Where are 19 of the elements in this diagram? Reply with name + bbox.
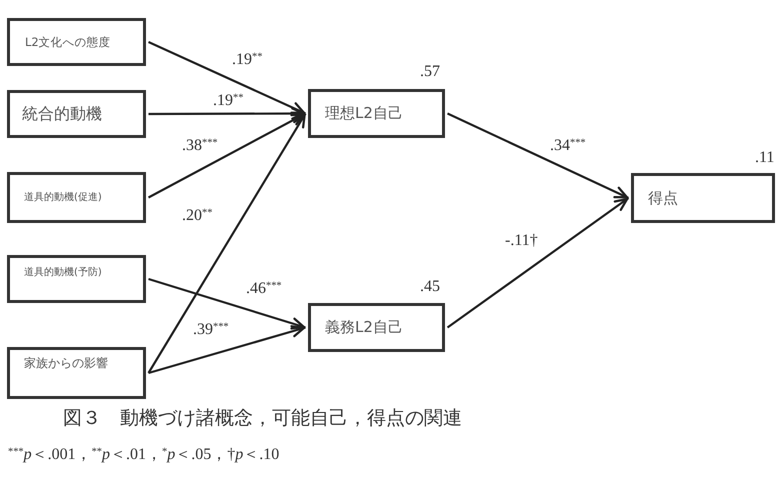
arrow — [446, 197, 630, 328]
variable-box: 道具的動機(予防) — [7, 255, 146, 303]
arrow — [447, 112, 629, 199]
figure-caption: 図３ 動機づけ諸概念，可能自己，得点の関連 — [63, 409, 462, 430]
variable-box: 統合的動機 — [7, 90, 146, 138]
variable-box: 理想L2自己 — [308, 89, 445, 138]
variable-box: L2文化への態度 — [7, 18, 146, 66]
arrow — [148, 112, 306, 374]
variable-box: 得点 — [631, 173, 775, 223]
arrow — [148, 41, 306, 114]
edge-label: -.11† — [505, 233, 538, 249]
variable-box: 義務L2自己 — [308, 303, 445, 352]
arrow — [148, 278, 306, 330]
arrow — [148, 112, 306, 198]
arrow — [148, 107, 306, 120]
arrow — [148, 325, 306, 374]
variable-box: 家族からの影響 — [7, 347, 146, 399]
note-text: $^{***}$p＜.001，$^{**}$p＜.01，$^{*}$p＜.05，†p＜.10 — [8, 446, 280, 464]
variable-box: 道具的動機(促進) — [7, 172, 146, 223]
